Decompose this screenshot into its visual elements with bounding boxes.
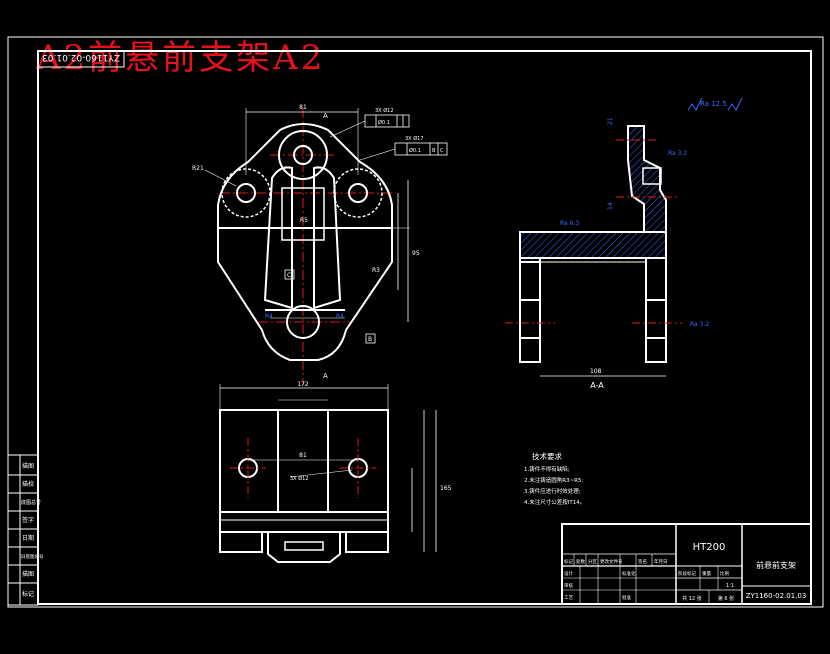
drawing-overlay-title: A2前悬前支架A2 — [36, 38, 326, 78]
roughness-general: Ra 12.5 — [700, 100, 727, 108]
tb-part-name: 前悬前支架 — [756, 560, 796, 570]
tol-frame-2-datum: B — [432, 148, 436, 154]
plan-view: 81 3X Ø12 172 165 — [219, 381, 452, 563]
blue-mark-1: R4 — [265, 313, 273, 320]
tb-label-sign: 签名 — [638, 558, 647, 565]
tb-label-design: 设计 — [564, 570, 573, 577]
strip-label-6: 旧底图总号 — [21, 553, 44, 560]
tb-scale-value: 1:1 — [726, 583, 734, 589]
datum-b-box: B — [368, 336, 372, 343]
left-sign-strip: 描图 描校 底图总号 签字 日期 旧底图总号 描图 标记 — [7, 454, 44, 606]
section-vdim-2: 14 — [607, 202, 614, 210]
strip-label-4: 签字 — [22, 516, 34, 524]
tech-line-3: 3.铸件应进行时效处理; — [524, 487, 581, 495]
tb-label-weight: 重量 — [702, 570, 711, 577]
plan-dim-width: 172 — [297, 381, 309, 388]
code-box — [37, 50, 125, 68]
plan-hole-note: 3X Ø12 — [290, 475, 309, 482]
strip-label-1: 描图 — [22, 462, 34, 470]
tb-label-approve: 批准 — [622, 594, 631, 601]
tb-label-docno: 更改文件号 — [600, 558, 623, 565]
tb-label-date: 年月日 — [654, 558, 668, 565]
tech-line-4: 4.未注尺寸公差按IT14。 — [524, 498, 585, 506]
tb-label-mark: 标记 — [564, 558, 573, 565]
title-block: 标记 处数 分区 更改文件号 签名 年月日 设计 审核 工艺 标准化 批准 阶段… — [561, 523, 812, 605]
plan-dim-hole-span: 81 — [299, 452, 307, 459]
tol-frame-1-note: 3X Ø12 — [375, 107, 394, 114]
section-rough-2: Ra 3.2 — [668, 150, 687, 157]
strip-label-5: 日期 — [22, 534, 34, 542]
tech-line-1: 1.铸件不得有缺陷; — [524, 465, 570, 473]
tb-label-stage: 阶段标记 — [678, 570, 696, 577]
tb-drawing-code: ZY1160-02.01.03 — [746, 592, 807, 600]
section-rough-1: Ra 6.3 — [560, 220, 579, 227]
front-view: 81 95 R21 R5 R3 A A 3X Ø12 Ø0.1 3X Ø17 Ø… — [192, 104, 448, 385]
section-view: 108 A-A Ra 6.3 Ra 3.2 Ra 3.2 Ra 12.5 21 … — [505, 97, 743, 390]
tb-label-zone: 分区 — [588, 558, 597, 565]
tb-label-count: 处数 — [576, 558, 585, 565]
dim-width-top: 81 — [299, 104, 307, 111]
section-dim-width: 108 — [590, 368, 602, 375]
tb-label-scale: 比例 — [720, 570, 729, 577]
tol-frame-1-value: Ø0.1 — [378, 119, 390, 126]
dim-r5: R5 — [300, 217, 308, 224]
tb-label-check: 审核 — [564, 582, 573, 589]
tol-frame-2-datum2: C — [440, 148, 444, 154]
tb-sheet-total: 共 12 张 — [682, 595, 702, 602]
datum-c-box: C — [287, 272, 291, 279]
code-box-text: ZY1160-02.01.03 — [42, 52, 120, 62]
strip-label-3: 底图总号 — [21, 499, 41, 506]
section-title: A-A — [590, 381, 604, 390]
tol-frame-2-value: Ø0.1 — [409, 147, 421, 154]
tol-frame-2-note: 3X Ø17 — [405, 135, 424, 142]
tb-label-standard: 标准化 — [622, 570, 636, 577]
tech-requirements: 技术要求 1.铸件不得有缺陷; 2.未注铸造圆角R3~R5; 3.铸件应进行时效… — [524, 451, 585, 506]
tech-line-2: 2.未注铸造圆角R3~R5; — [524, 476, 583, 484]
dim-r3: R3 — [372, 267, 380, 274]
tb-label-process: 工艺 — [564, 595, 573, 601]
tb-material: HT200 — [693, 542, 726, 553]
strip-label-7: 描图 — [22, 570, 34, 578]
plan-dim-height: 165 — [440, 485, 452, 492]
section-rough-3: Ra 3.2 — [690, 321, 709, 328]
blue-mark-2: R4 — [336, 313, 344, 320]
section-vdim-1: 21 — [607, 117, 614, 125]
strip-label-8: 标记 — [22, 590, 34, 598]
tb-sheet-no: 第 6 张 — [718, 595, 734, 602]
section-mark-bottom: A — [323, 372, 328, 380]
dim-r21: R21 — [192, 165, 204, 172]
section-mark-top: A — [323, 112, 328, 120]
strip-label-2: 描校 — [22, 480, 34, 488]
tech-title: 技术要求 — [532, 451, 562, 461]
dim-height-right: 95 — [412, 250, 420, 257]
